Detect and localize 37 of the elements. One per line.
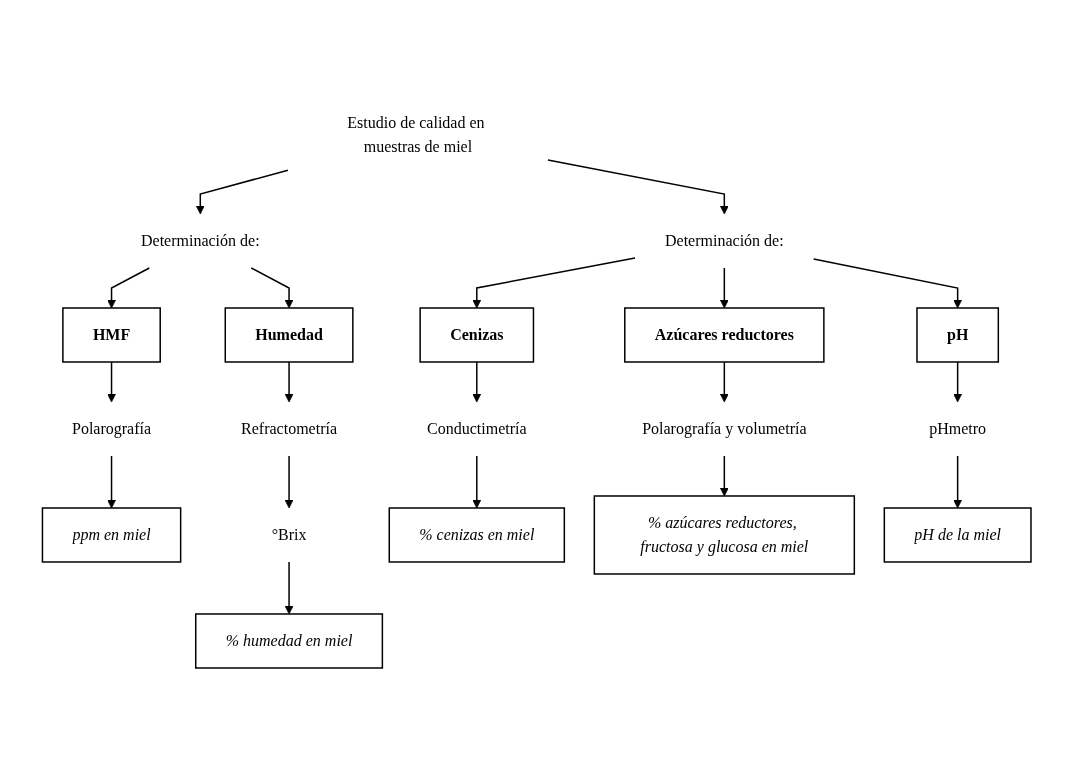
node-text: °Brix — [271, 525, 306, 543]
node-text: pHmetro — [928, 419, 986, 437]
node-box: Humedad — [224, 306, 354, 363]
arrow — [106, 360, 116, 402]
node-text: Polarografía y volumetría — [641, 419, 807, 437]
arrow — [284, 454, 293, 508]
node-box: Cenizas — [418, 306, 534, 363]
arrow — [719, 454, 729, 496]
arrow — [812, 257, 962, 308]
arrow — [719, 360, 729, 402]
node-box: pH — [915, 306, 999, 363]
node-box: HMF — [61, 306, 161, 363]
arrow — [284, 560, 293, 614]
node-text: Conductimetría — [426, 419, 527, 437]
node-box: % azúcares reductores, fructosa y glucosa en miel — [593, 494, 855, 575]
arrow — [952, 454, 962, 508]
node-box: % cenizas en miel — [388, 506, 565, 563]
node-text: Polarografía — [71, 419, 151, 437]
arrow — [952, 360, 962, 402]
arrow — [546, 158, 729, 214]
arrow — [471, 360, 481, 402]
arrow — [719, 266, 729, 308]
arrow — [471, 256, 636, 308]
arrow — [106, 454, 116, 508]
arrow — [250, 266, 293, 308]
arrow — [284, 360, 293, 402]
node-box: pH de la miel — [883, 506, 1032, 563]
arrow — [471, 454, 481, 508]
node-box: ppm en miel — [41, 506, 181, 563]
node-text: Determinación de: — [140, 231, 260, 249]
node-text: Estudio de calidad en muestras de miel — [346, 113, 485, 155]
node-text: Determinación de: — [664, 231, 784, 249]
node-box: % humedad en miel — [194, 612, 383, 669]
node-box: Azúcares reductores — [623, 306, 825, 363]
node-text: Refractometría — [240, 419, 337, 437]
arrow — [106, 266, 150, 308]
arrow — [195, 169, 289, 214]
